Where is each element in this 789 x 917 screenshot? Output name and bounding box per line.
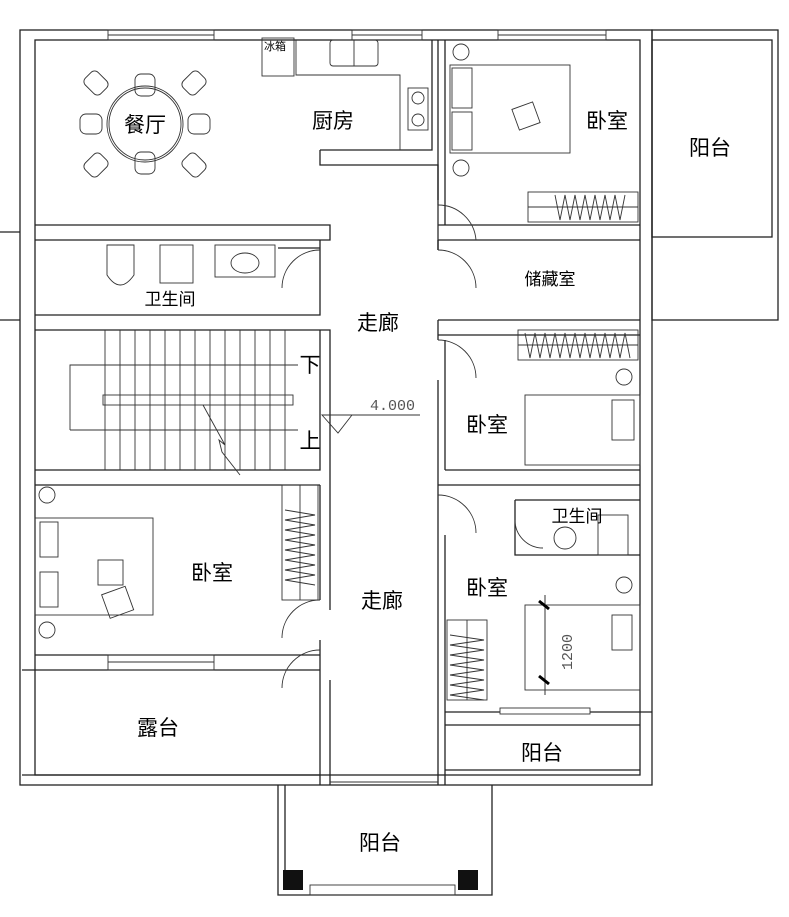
toilet	[106, 244, 135, 286]
column-right	[458, 870, 478, 890]
dining-table	[106, 85, 184, 163]
stairs-down-label: 下	[300, 353, 321, 377]
room-label-corridor-n: 走廊	[357, 311, 399, 335]
room-label-bath-w: 卫生间	[145, 290, 196, 310]
room-label-balcony-se: 阳台	[521, 741, 563, 765]
stairs-up-label: 上	[300, 429, 321, 453]
room-label-storage: 储藏室	[525, 270, 576, 290]
doors	[281, 204, 544, 689]
room-label-bedroom-se: 卧室	[466, 576, 508, 600]
elevation-label: 4.000	[370, 398, 415, 415]
room-label-dining: 餐厅	[124, 113, 166, 137]
washbasin	[214, 244, 276, 278]
room-label-balcony-s: 阳台	[359, 831, 401, 855]
room-label-terrace: 露台	[137, 716, 179, 740]
column-left	[283, 870, 303, 890]
room-label-bedroom-sw: 卧室	[191, 561, 233, 585]
bed	[34, 517, 154, 616]
bathtub	[159, 244, 194, 284]
room-label-bedroom-e: 卧室	[466, 413, 508, 437]
fridge	[261, 37, 295, 77]
room-label-kitchen: 厨房	[312, 109, 354, 133]
fridge-label: 冰箱	[264, 39, 286, 53]
room-label-corridor-s: 走廊	[361, 589, 403, 613]
furniture	[34, 37, 641, 701]
room-label-bedroom-ne: 卧室	[586, 109, 628, 133]
stairs	[69, 330, 298, 476]
stove	[407, 87, 429, 131]
room-label-bath-se: 卫生间	[552, 507, 603, 527]
bed	[524, 394, 641, 466]
bed	[449, 64, 571, 154]
bed-dimension-label: 1200	[560, 634, 577, 670]
room-label-balcony-e: 阳台	[689, 136, 731, 160]
walls	[0, 29, 779, 896]
bed	[524, 604, 641, 691]
